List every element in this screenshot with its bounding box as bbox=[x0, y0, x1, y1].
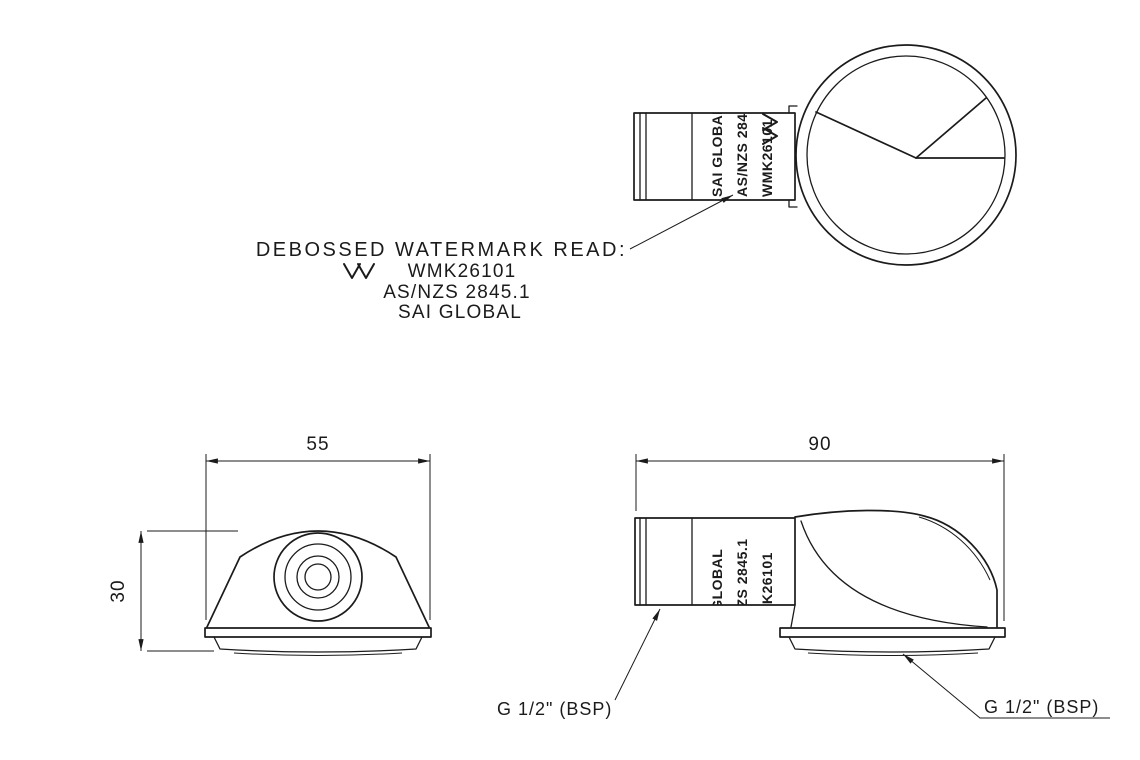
debossed-certifier-text: SAI GLOBAL bbox=[709, 549, 725, 640]
front-view: 55 30 bbox=[108, 434, 432, 656]
body-joint-line bbox=[790, 604, 796, 628]
annotation-certifier: SAI GLOBAL bbox=[398, 302, 522, 323]
thread-leader-line-left bbox=[614, 608, 661, 701]
flange-plate bbox=[204, 627, 432, 638]
bell-rib-line bbox=[815, 111, 917, 159]
annotation-standard: AS/NZS 2845.1 bbox=[383, 282, 531, 303]
flange-plate bbox=[779, 627, 1006, 638]
debossed-standard-text: AS/NZS 2845.1 bbox=[734, 92, 750, 197]
dimension-side-width: 90 bbox=[635, 434, 1005, 621]
inlet-cylinder-outline bbox=[634, 517, 796, 606]
outlet-inner-circle bbox=[296, 555, 340, 599]
bell-inner-circle bbox=[806, 55, 1006, 255]
outlet-bore-circle bbox=[304, 563, 332, 591]
debossed-standard-text: AS/NZS 2845.1 bbox=[734, 538, 750, 643]
bell-rib-line bbox=[915, 97, 987, 159]
dimension-front-height: 30 bbox=[108, 530, 238, 652]
thread-label-right: G 1/2" (BSP) bbox=[984, 697, 1099, 717]
thread-callout-left: G 1/2" (BSP) bbox=[497, 608, 661, 719]
inlet-cylinder-outline bbox=[633, 112, 796, 201]
mouth-rim-curve bbox=[800, 520, 988, 628]
base-outline bbox=[788, 636, 996, 653]
outlet-ring-circle bbox=[284, 543, 352, 611]
annotation-heading: DEBOSSED WATERMARK READ: bbox=[256, 239, 627, 261]
dim-front-height-value: 30 bbox=[108, 579, 129, 602]
dimension-front-width: 55 bbox=[205, 434, 431, 620]
outlet-boss-circle bbox=[273, 532, 363, 622]
watermark-logo-icon bbox=[762, 113, 778, 145]
debossed-band-top: SAI GLOBAL AS/NZS 2845.1 WMK26101 bbox=[709, 92, 778, 197]
debossed-certifier-text: SAI GLOBAL bbox=[709, 106, 725, 197]
dim-front-width-value: 55 bbox=[306, 434, 329, 455]
base-lip-line bbox=[233, 652, 403, 656]
bell-outer-circle bbox=[795, 44, 1017, 266]
thread-leader-line-right bbox=[902, 653, 1110, 719]
annotation-leader-line bbox=[629, 194, 734, 250]
body-outline bbox=[794, 509, 998, 628]
junction-step-line bbox=[788, 105, 798, 208]
thread-chamfer-line bbox=[639, 517, 647, 606]
thread-callout-right: G 1/2" (BSP) bbox=[902, 653, 1110, 719]
watermark-logo-icon bbox=[343, 263, 375, 279]
watermark-annotation: DEBOSSED WATERMARK READ: WMK26101 AS/NZS… bbox=[256, 194, 734, 323]
debossed-band-side: SAI GLOBAL AS/NZS 2845.1 WMK26101 bbox=[709, 538, 775, 643]
base-lip-line bbox=[807, 652, 979, 656]
body-outline bbox=[206, 530, 430, 628]
base-outline bbox=[213, 636, 423, 653]
thread-chamfer-line bbox=[639, 112, 647, 201]
top-view: SAI GLOBAL AS/NZS 2845.1 WMK26101 bbox=[633, 44, 1017, 266]
side-view: SAI GLOBAL AS/NZS 2845.1 WMK26101 90 G 1… bbox=[497, 434, 1110, 719]
thread-label-left: G 1/2" (BSP) bbox=[497, 699, 612, 719]
dim-side-width-value: 90 bbox=[808, 434, 831, 455]
debossed-code-text: WMK26101 bbox=[759, 552, 775, 630]
inner-rim-curve bbox=[918, 516, 991, 581]
annotation-code: WMK26101 bbox=[408, 261, 517, 282]
